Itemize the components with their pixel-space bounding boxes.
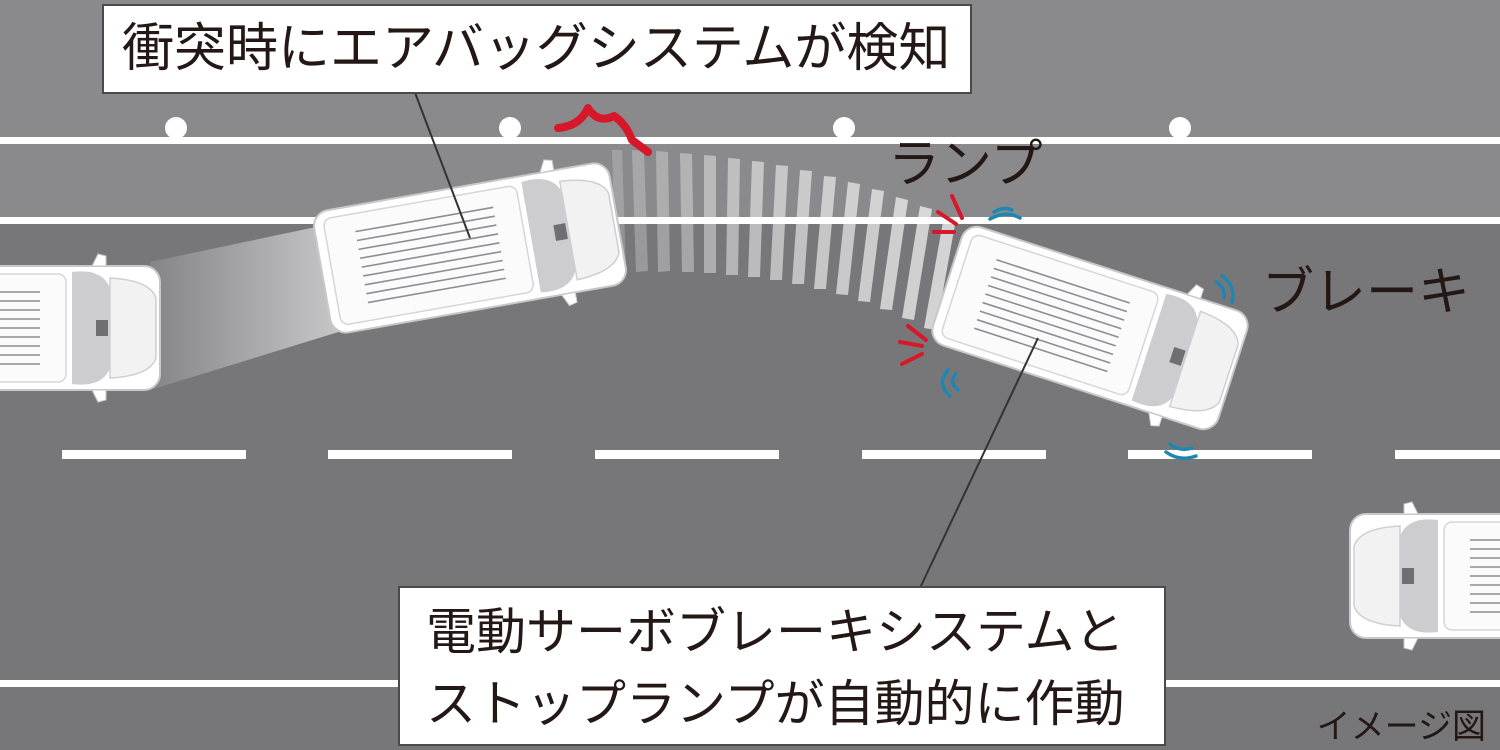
lane-dashes	[62, 450, 1500, 459]
impact-burst-icon	[554, 104, 652, 156]
lamp-flash-icon	[898, 194, 964, 366]
headlight-beam	[150, 224, 345, 390]
brake-wave-icon	[940, 206, 1235, 460]
leader-line-airbag	[413, 89, 471, 239]
lamp-label: ランプ	[888, 135, 1043, 195]
airbag-detection-text: 衝突時にエアバッグシステムが検知	[122, 19, 951, 79]
auto-brake-text-line2: ストップランプが自動的に作動	[426, 675, 1125, 733]
airbag-detection-callout: 衝突時にエアバッグシステムが検知	[102, 4, 972, 94]
image-note: イメージ図	[1316, 707, 1486, 747]
road-markers	[165, 117, 1191, 139]
follow-vehicle	[0, 253, 161, 403]
parked-vehicle	[1349, 501, 1500, 651]
motion-trail	[612, 150, 956, 330]
auto-brake-callout: 電動サーボブレーキシステムと ストップランプが自動的に作動	[398, 586, 1166, 746]
leader-line-brake	[919, 337, 1039, 589]
brake-label: ブレーキ	[1262, 263, 1471, 323]
auto-brake-text-line1: 電動サーボブレーキシステムと	[426, 603, 1125, 661]
